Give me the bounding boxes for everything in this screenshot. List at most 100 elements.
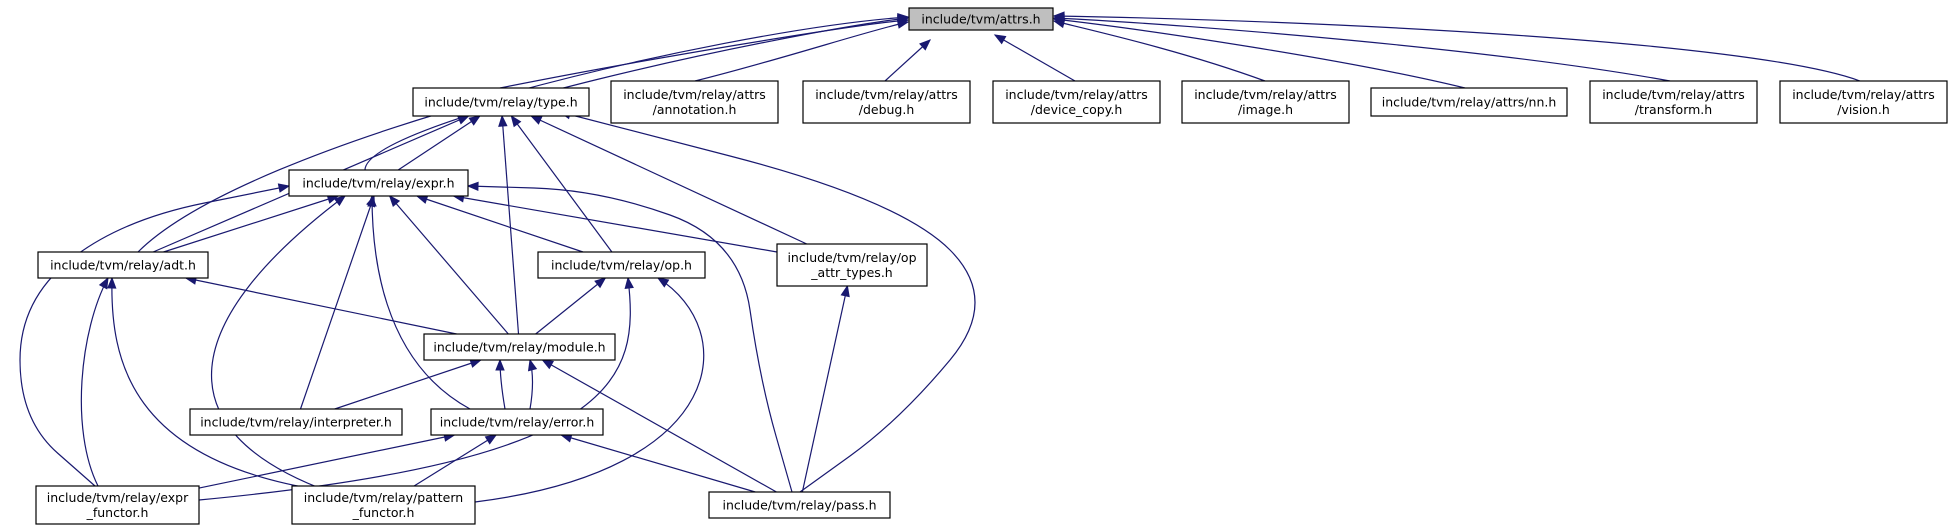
edge-line	[1053, 18, 1466, 89]
node-label: include/tvm/relay/attrs	[1792, 87, 1935, 102]
node-device-copy[interactable]: include/tvm/relay/attrs/device_copy.h	[992, 80, 1161, 124]
node-label: include/tvm/relay/pattern	[304, 490, 463, 505]
node-op[interactable]: include/tvm/relay/op.h	[537, 251, 706, 279]
edge-op-to-module	[535, 277, 607, 335]
edge-arrowhead	[107, 276, 117, 289]
edge-line	[542, 359, 777, 493]
edge-line	[111, 277, 321, 491]
edge-line	[364, 17, 909, 171]
node-nn[interactable]: include/tvm/relay/attrs/nn.h	[1370, 87, 1568, 117]
node-adt[interactable]: include/tvm/relay/adt.h	[37, 251, 209, 279]
edge-attrs-to-debug	[884, 39, 931, 82]
node-box	[802, 80, 971, 124]
node-vision[interactable]: include/tvm/relay/attrs/vision.h	[1779, 80, 1948, 124]
node-label: include/tvm/relay/attrs	[1005, 87, 1148, 102]
edge-arrowhead	[367, 194, 377, 207]
edge-expr-to-pass	[466, 181, 793, 493]
edge-expr-to-op_attr_types	[452, 193, 778, 253]
edge-line	[801, 285, 848, 493]
node-label: /image.h	[1238, 102, 1293, 117]
node-label: /debug.h	[859, 102, 915, 117]
node-label: /device_copy.h	[1031, 102, 1123, 117]
edge-expr-to-pattern_functor	[210, 195, 347, 493]
edge-layer	[19, 11, 1861, 503]
node-label: /annotation.h	[653, 102, 737, 117]
edge-line	[416, 195, 584, 253]
node-annotation[interactable]: include/tvm/relay/attrs/annotation.h	[610, 80, 779, 124]
edge-line	[371, 195, 471, 410]
node-label: include/tvm/relay/error.h	[440, 415, 595, 430]
edge-arrowhead	[468, 115, 481, 126]
edge-op-to-pattern_functor	[474, 277, 705, 503]
edge-arrowhead	[993, 34, 1007, 45]
edge-expr-to-interpreter	[299, 194, 376, 410]
node-error[interactable]: include/tvm/relay/error.h	[430, 408, 604, 436]
edge-adt-to-expr_functor	[80, 276, 109, 487]
node-pattern-functor[interactable]: include/tvm/relay/pattern_functor.h	[291, 485, 476, 525]
edge-line	[198, 434, 455, 489]
node-box	[1181, 80, 1350, 124]
edge-arrowhead	[896, 19, 910, 29]
edge-line	[19, 185, 290, 487]
node-label: /transform.h	[1635, 102, 1712, 117]
edge-attrs-to-nn	[1052, 15, 1466, 89]
node-box	[291, 485, 476, 525]
edge-arrowhead	[529, 115, 543, 125]
edge-arrowhead	[388, 194, 401, 208]
edge-line	[499, 19, 909, 89]
edge-arrowhead	[457, 115, 470, 125]
node-box	[776, 243, 928, 287]
edge-attrs-to-annotation	[694, 19, 910, 82]
node-box	[37, 251, 209, 279]
edge-expr-to-expr_functor	[19, 183, 291, 487]
node-label: include/tvm/relay/attrs	[1194, 87, 1337, 102]
node-box	[908, 7, 1054, 31]
node-label: include/tvm/relay/expr.h	[302, 176, 454, 191]
edge-line	[137, 16, 909, 253]
edge-error-to-pattern_functor	[413, 434, 498, 487]
node-label: _attr_types.h	[810, 265, 892, 280]
edge-line	[467, 185, 793, 493]
node-label: include/tvm/relay/expr	[47, 490, 189, 505]
edge-line	[1053, 15, 1861, 82]
edge-error-to-expr_functor	[198, 432, 456, 489]
edge-arrowhead	[624, 276, 634, 289]
node-layer: include/tvm/attrs.h include/tvm/relay/typ…	[35, 7, 1948, 525]
node-transform[interactable]: include/tvm/relay/attrs/transform.h	[1589, 80, 1758, 124]
node-box	[992, 80, 1161, 124]
edge-line	[80, 277, 109, 487]
edge-line	[198, 277, 631, 501]
edge-arrowhead	[840, 284, 850, 298]
node-attrs[interactable]: include/tvm/attrs.h	[908, 7, 1054, 31]
node-expr-functor[interactable]: include/tvm/relay/expr_functor.h	[35, 485, 200, 525]
node-box	[423, 333, 616, 361]
node-box	[288, 169, 469, 197]
node-debug[interactable]: include/tvm/relay/attrs/debug.h	[802, 80, 971, 124]
node-image[interactable]: include/tvm/relay/attrs/image.h	[1181, 80, 1350, 124]
edge-arrowhead	[594, 277, 607, 289]
edge-arrowhead	[527, 358, 538, 372]
node-interpreter[interactable]: include/tvm/relay/interpreter.h	[189, 408, 403, 436]
node-label: include/tvm/relay/type.h	[424, 95, 577, 110]
edge-line	[453, 195, 778, 253]
node-label: include/tvm/relay/attrs	[1602, 87, 1745, 102]
edge-expr-to-op	[415, 194, 584, 253]
node-label: include/tvm/relay/pass.h	[723, 498, 877, 513]
node-box	[189, 408, 403, 436]
node-type[interactable]: include/tvm/relay/type.h	[412, 87, 590, 117]
node-expr[interactable]: include/tvm/relay/expr.h	[288, 169, 469, 197]
edge-line	[413, 434, 497, 487]
node-box	[35, 485, 200, 525]
node-module[interactable]: include/tvm/relay/module.h	[423, 333, 616, 361]
edge-attrs-to-image	[1052, 18, 1266, 82]
node-op-attr-types[interactable]: include/tvm/relay/op_attr_types.h	[776, 243, 928, 287]
edge-arrowhead	[1052, 11, 1065, 21]
node-pass[interactable]: include/tvm/relay/pass.h	[708, 491, 891, 519]
node-label: include/tvm/relay/interpreter.h	[200, 415, 392, 430]
edge-type-to-expr	[397, 115, 481, 171]
edge-module-to-error	[495, 358, 506, 410]
node-label: include/tvm/relay/op.h	[551, 258, 692, 273]
edge-arrowhead	[510, 114, 522, 128]
edge-adt-to-module	[184, 275, 457, 335]
